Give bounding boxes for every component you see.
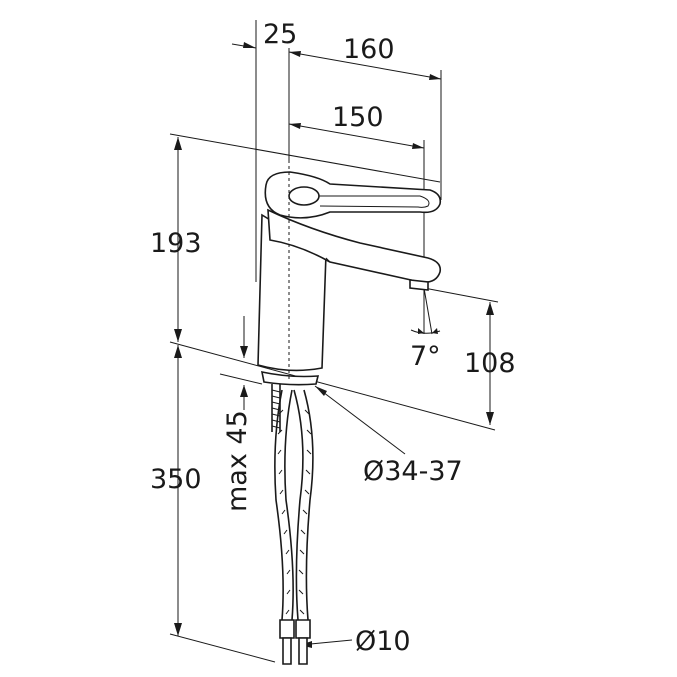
- dim-lines: [169, 20, 499, 663]
- dim-25-label: 25: [263, 19, 297, 50]
- dim-max45-label: max 45: [222, 410, 253, 512]
- faucet-outline: [257, 171, 442, 386]
- dim-350-label: 350: [150, 464, 202, 495]
- dim-diameter-hose-label: Ø10: [355, 626, 411, 657]
- dim-193-label: 193: [150, 228, 202, 259]
- dim-diameter-hole-label: Ø34-37: [363, 456, 463, 487]
- dim-150-label: 150: [332, 102, 384, 133]
- dim-160-label: 160: [343, 34, 395, 65]
- supply-hoses: [271, 384, 314, 665]
- dim-7deg-label: 7°: [410, 341, 441, 372]
